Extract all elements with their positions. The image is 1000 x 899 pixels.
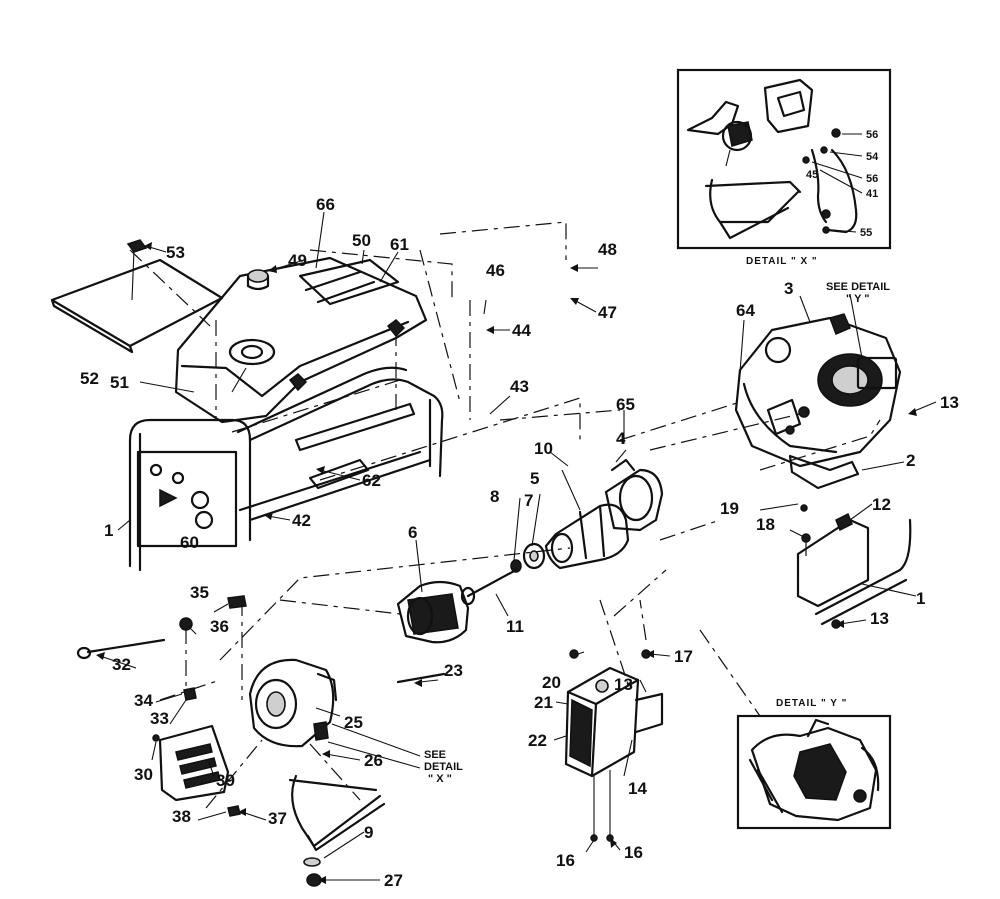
callout-5: 5 <box>530 469 539 488</box>
callout-32: 32 <box>112 655 131 674</box>
callout-49: 49 <box>288 251 307 270</box>
detail-x-callout-56b: 56 <box>866 173 878 185</box>
detail-y-title: DETAIL " Y " <box>776 698 847 709</box>
detail-x-callout-41: 41 <box>866 188 878 200</box>
detail-x-title: DETAIL " X " <box>746 256 818 267</box>
callout-1a: 1 <box>104 521 113 540</box>
callout-36: 36 <box>210 617 229 636</box>
callout-60: 60 <box>180 533 199 552</box>
callout-3: 3 <box>784 279 793 298</box>
detail-x-callout-45: 45 <box>806 169 818 181</box>
callout-26: 26 <box>364 751 383 770</box>
callout-38: 38 <box>172 807 191 826</box>
callout-42: 42 <box>292 511 311 530</box>
callout-34: 34 <box>134 691 153 710</box>
callout-2: 2 <box>906 451 915 470</box>
callout-20: 20 <box>542 673 561 692</box>
callout-13c: 13 <box>614 675 633 694</box>
see-detail-y-line2: " Y " <box>846 293 869 305</box>
callout-37: 37 <box>268 809 287 828</box>
callout-52: 52 <box>80 369 99 388</box>
callout-16a: 16 <box>556 851 575 870</box>
callout-6: 6 <box>408 523 417 542</box>
callout-19: 19 <box>720 499 739 518</box>
callout-44: 44 <box>512 321 531 340</box>
callout-numbers: 53 52 51 49 66 50 61 46 44 48 47 43 62 4… <box>80 195 959 890</box>
callout-47: 47 <box>598 303 617 322</box>
callout-13b: 13 <box>870 609 889 628</box>
detail-x-callout-55: 55 <box>860 227 872 239</box>
callout-48: 48 <box>598 240 617 259</box>
callout-43: 43 <box>510 377 529 396</box>
callout-39: 39 <box>216 771 235 790</box>
callout-1b: 1 <box>916 589 925 608</box>
callout-7: 7 <box>524 491 533 510</box>
callout-18: 18 <box>756 515 775 534</box>
callout-64: 64 <box>736 301 755 320</box>
callout-17: 17 <box>674 647 693 666</box>
callout-65: 65 <box>616 395 635 414</box>
callout-14: 14 <box>628 779 647 798</box>
assembly-lines <box>129 221 881 809</box>
engine-assembly <box>734 313 902 490</box>
callout-21: 21 <box>534 693 553 712</box>
detail-y-panel: DETAIL " Y " <box>736 698 892 830</box>
callout-35: 35 <box>190 583 209 602</box>
see-detail-x-line3: " X " <box>428 773 452 785</box>
callout-66: 66 <box>316 195 335 214</box>
callout-10: 10 <box>534 439 553 458</box>
alternator-assembly <box>76 458 664 887</box>
see-detail-y-line1: SEE DETAIL <box>826 281 890 293</box>
callout-46: 46 <box>486 261 505 280</box>
detail-x-panel: 56 54 56 41 45 55 DETAIL " X " <box>676 68 892 267</box>
callout-33: 33 <box>150 709 169 728</box>
callout-53: 53 <box>166 243 185 262</box>
detail-x-callout-54: 54 <box>866 151 879 163</box>
control-box-assembly <box>564 504 912 842</box>
callout-16b: 16 <box>624 843 643 862</box>
see-detail-x-line2: DETAIL <box>424 761 463 773</box>
callout-22: 22 <box>528 731 547 750</box>
callout-62: 62 <box>362 471 381 490</box>
callout-13a: 13 <box>940 393 959 412</box>
callout-61: 61 <box>390 235 409 254</box>
callout-11: 11 <box>506 617 524 636</box>
callout-30: 30 <box>134 765 153 784</box>
callout-9: 9 <box>364 823 373 842</box>
callout-25: 25 <box>344 713 363 732</box>
callout-50: 50 <box>352 231 371 250</box>
callout-4: 4 <box>616 429 626 448</box>
detail-x-callout-56a: 56 <box>866 129 878 141</box>
callout-8: 8 <box>490 487 499 506</box>
see-detail-x-line1: SEE <box>424 749 446 761</box>
callout-23: 23 <box>444 661 463 680</box>
fuel-tank-assembly <box>50 239 444 572</box>
callout-51: 51 <box>110 373 129 392</box>
callout-27: 27 <box>384 871 403 890</box>
callout-12: 12 <box>872 495 891 514</box>
leader-lines <box>96 211 937 884</box>
